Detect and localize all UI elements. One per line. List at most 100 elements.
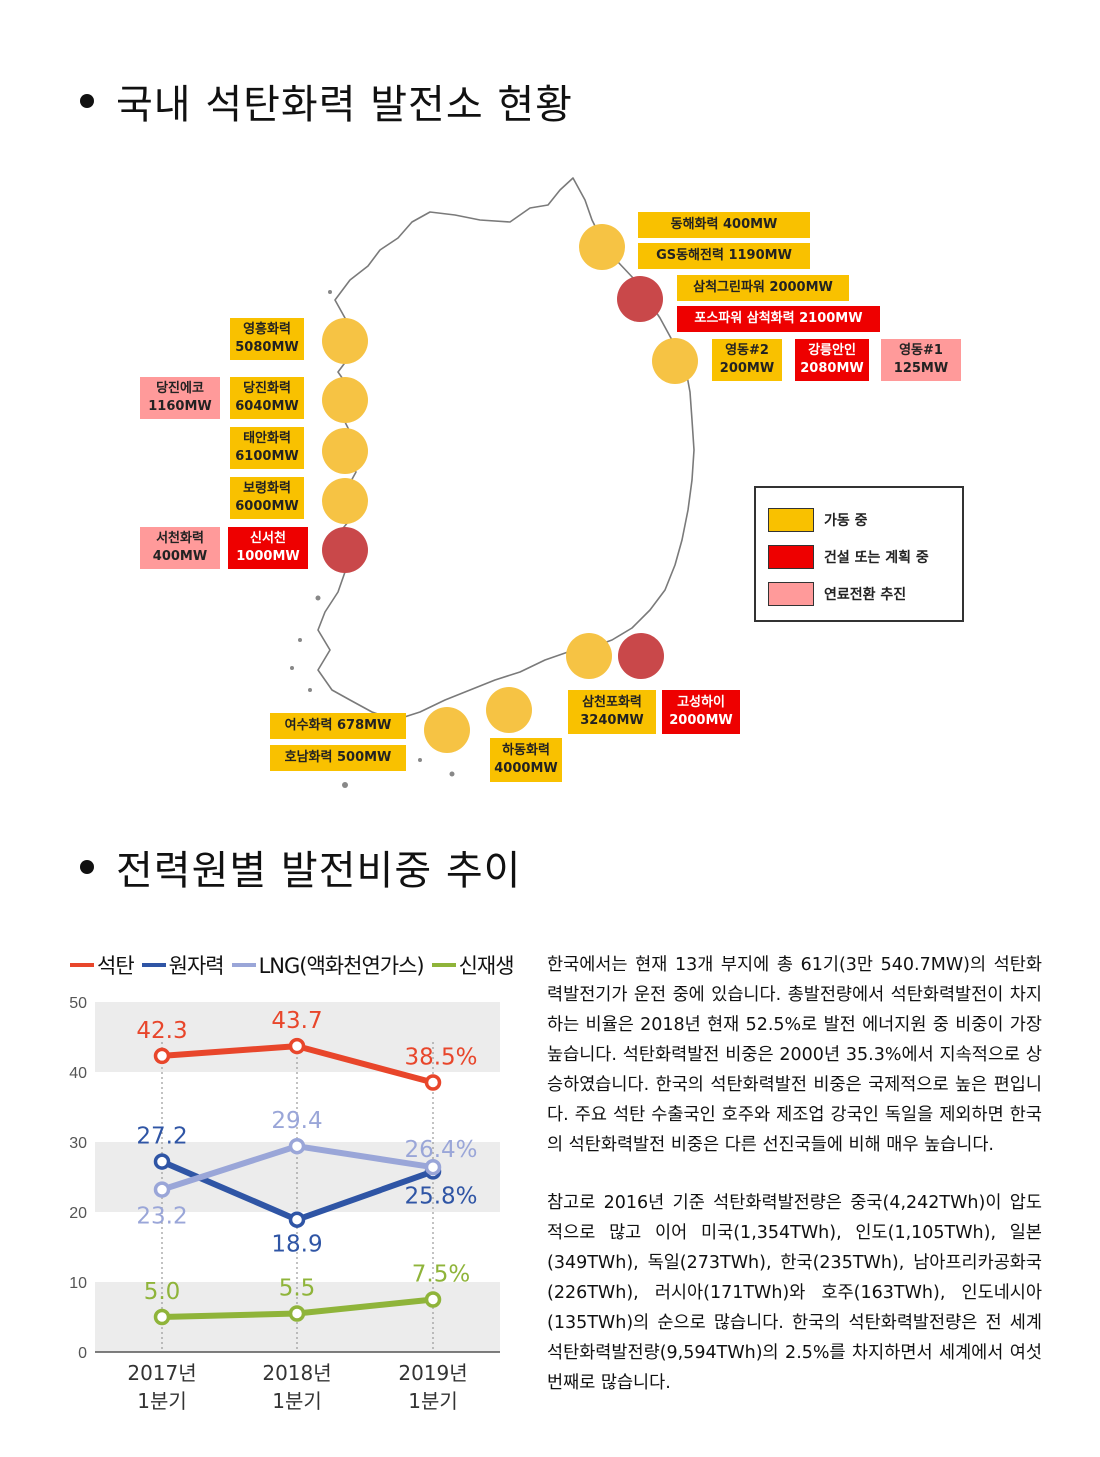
legend-item: 연료전환 추진 — [768, 582, 906, 606]
legend-line — [431, 963, 456, 967]
data-point — [288, 1305, 306, 1322]
legend-swatch — [768, 582, 814, 606]
plant-label: 포스파워 삼척화력 2100MW — [677, 306, 880, 332]
data-label: 42.3 — [136, 1018, 187, 1044]
data-point — [153, 1308, 171, 1326]
plant-icon — [322, 527, 368, 573]
chart-legend-item: 신재생 — [431, 950, 515, 980]
body-text: 한국에서는 현재 13개 부지에 총 61기(3만 540.7MW)의 석탄화력… — [547, 950, 1042, 1426]
plant-icon — [486, 687, 532, 733]
legend-label: 연료전환 추진 — [824, 587, 907, 603]
y-tick-label: 20 — [69, 1205, 87, 1222]
plant-label: GS동해전력 1190MW — [638, 243, 810, 269]
section-title: 전력원별 발전비중 추이 — [116, 848, 522, 894]
data-point — [424, 1291, 442, 1308]
data-label: 5.0 — [144, 1279, 181, 1305]
data-point — [153, 1153, 171, 1170]
data-label: 25.8% — [404, 1183, 477, 1209]
legend-line — [141, 963, 166, 967]
y-tick-label: 40 — [69, 1065, 87, 1082]
korea-outline — [290, 177, 695, 788]
legend-line — [70, 963, 94, 967]
plant-icon — [652, 338, 698, 384]
data-point — [424, 1158, 442, 1176]
data-label: 5.5 — [279, 1276, 316, 1302]
legend-item: 건설 또는 계획 중 — [768, 545, 929, 569]
data-label: 18.9 — [271, 1232, 322, 1258]
x-tick-label: 2018년 — [262, 1361, 331, 1385]
plant-icon — [322, 428, 368, 474]
plant-label: 강릉안인 2080MW — [795, 339, 869, 381]
y-tick-label: 50 — [69, 995, 87, 1012]
plant-label: 하동화력 4000MW — [490, 738, 562, 782]
plant-label: 삼천포화력 3240MW — [568, 690, 656, 734]
y-tick-label: 0 — [78, 1345, 87, 1362]
plant-label: 영동#2 200MW — [712, 339, 782, 381]
legend-swatch — [768, 545, 814, 569]
x-tick-label: 1분기 — [408, 1389, 458, 1413]
legend-label: 석탄 — [97, 954, 135, 978]
plant-label: 당진화력 6040MW — [230, 377, 304, 419]
plant-label: 여수화력 678MW — [270, 713, 406, 739]
x-tick-label: 1분기 — [137, 1389, 187, 1413]
legend-line — [231, 963, 256, 967]
legend-label: LNG(액화천연가스) — [258, 954, 425, 978]
coal-plant-map: 동해화력 400MW GS동해전력 1190MW 삼척그린파워 2000MW 포… — [140, 177, 964, 788]
data-point — [288, 1037, 306, 1055]
plant-label: 태안화력 6100MW — [230, 427, 304, 469]
legend-label: 신재생 — [458, 954, 515, 978]
data-point — [288, 1137, 306, 1155]
x-tick-label: 2019년 — [398, 1361, 467, 1385]
plant-label: 보령화력 6000MW — [230, 477, 304, 519]
x-tick-label: 2017년 — [127, 1361, 196, 1385]
plant-icon — [322, 478, 368, 524]
paragraph: 한국에서는 현재 13개 부지에 총 61기(3만 540.7MW)의 석탄화력… — [547, 955, 1042, 1155]
y-tick-label: 10 — [69, 1275, 87, 1292]
data-point — [153, 1047, 171, 1065]
plant-icon — [618, 633, 664, 679]
chart-legend-item: 원자력 — [141, 950, 225, 980]
plant-icon — [322, 318, 368, 364]
legend-label: 가동 중 — [824, 513, 868, 529]
section-heading-chart: 전력원별 발전비중 추이 — [80, 838, 521, 896]
section-heading-map: 국내 석탄화력 발전소 현황 — [80, 72, 573, 130]
data-point — [288, 1211, 306, 1228]
chart-legend-item: LNG(액화천연가스) — [231, 950, 425, 980]
bullet-icon — [80, 94, 94, 108]
bullet-icon — [80, 860, 94, 874]
data-label: 7.5% — [412, 1262, 470, 1288]
plant-label: 고성하이 2000MW — [662, 690, 740, 734]
plant-label: 서천화력 400MW — [140, 527, 220, 569]
legend-label: 원자력 — [168, 954, 225, 978]
plant-label: 영흥화력 5080MW — [230, 318, 304, 360]
data-label: 27.2 — [136, 1124, 187, 1150]
plant-icon — [579, 224, 625, 270]
data-label: 38.5% — [404, 1045, 477, 1071]
plant-label: 삼척그린파워 2000MW — [677, 275, 849, 301]
data-label: 23.2 — [136, 1204, 187, 1230]
plant-icon — [322, 377, 368, 423]
data-label: 29.4 — [271, 1108, 322, 1134]
data-label: 26.4% — [404, 1137, 477, 1163]
plant-icon — [424, 707, 470, 753]
plant-label: 당진에코 1160MW — [140, 377, 220, 419]
chart-legend: 석탄 원자력 LNG(액화천연가스) 신재생 — [70, 950, 515, 980]
plant-label: 영동#1 125MW — [881, 339, 961, 381]
plant-icon — [617, 276, 663, 322]
legend-swatch — [768, 508, 814, 532]
plant-icon — [566, 633, 612, 679]
map-legend: 가동 중 건설 또는 계획 중 연료전환 추진 — [754, 486, 964, 622]
data-point — [153, 1181, 171, 1198]
chart-legend-item: 석탄 — [70, 950, 135, 980]
section-title: 국내 석탄화력 발전소 현황 — [116, 82, 573, 128]
y-tick-label: 30 — [69, 1135, 87, 1152]
data-label: 43.7 — [271, 1008, 322, 1034]
data-point — [424, 1074, 442, 1091]
plant-label: 신서천 1000MW — [228, 527, 308, 569]
legend-label: 건설 또는 계획 중 — [824, 550, 929, 566]
x-tick-label: 1분기 — [272, 1389, 322, 1413]
plant-label: 호남화력 500MW — [270, 745, 406, 771]
paragraph: 참고로 2016년 기준 석탄화력발전량은 중국(4,242TWh)이 압도적으… — [547, 1193, 1042, 1393]
plant-label: 동해화력 400MW — [638, 212, 810, 238]
legend-item: 가동 중 — [768, 508, 868, 532]
